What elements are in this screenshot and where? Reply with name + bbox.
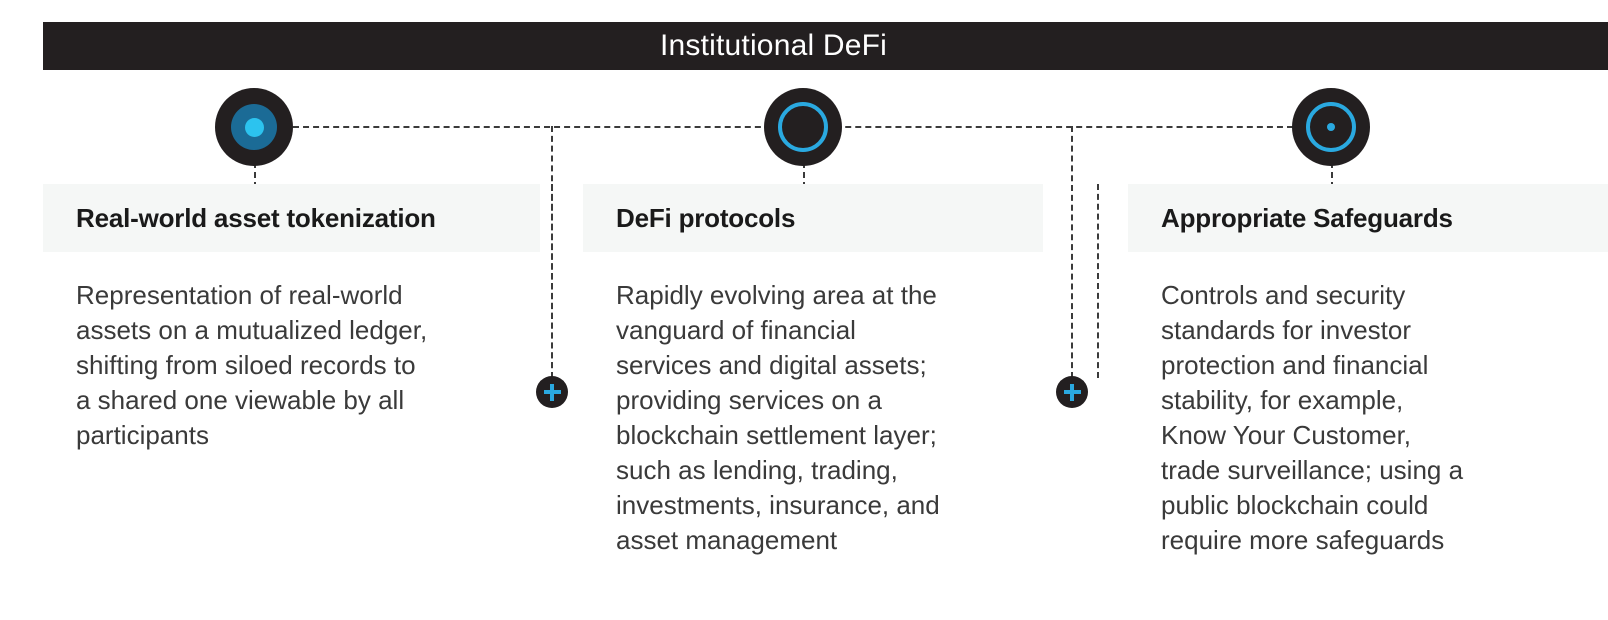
node-stem-2: [803, 162, 805, 188]
plus-connector-2[interactable]: [1056, 376, 1088, 408]
card-body-text: Rapidly evolving area at the vanguard of…: [616, 280, 940, 555]
node-icon-appropriate-safeguards[interactable]: [1292, 88, 1370, 166]
card-body-text: Representation of real-world assets on a…: [76, 280, 428, 450]
ring-outline-icon: [778, 102, 828, 152]
card-body-3: Controls and security standards for inve…: [1128, 252, 1608, 558]
column-divider-1: [551, 184, 553, 378]
node-icon-real-world-asset-tokenization[interactable]: [215, 88, 293, 166]
filled-target-core: [244, 117, 264, 137]
card-header-3: Appropriate Safeguards: [1128, 184, 1608, 252]
ring-with-dot-icon: [1306, 102, 1356, 152]
card-body-1: Representation of real-world assets on a…: [43, 252, 540, 453]
card-heading: DeFi protocols: [616, 202, 796, 233]
card-heading: Real-world asset tokenization: [76, 202, 436, 233]
plus-connector-1[interactable]: [536, 376, 568, 408]
card-header-1: Real-world asset tokenization: [43, 184, 540, 252]
diagram-title-bar: Institutional DeFi: [43, 22, 1608, 70]
card-body-2: Rapidly evolving area at the vanguard of…: [583, 252, 1043, 558]
page-title: Institutional DeFi: [659, 29, 888, 62]
node-icon-defi-protocols[interactable]: [764, 88, 842, 166]
column-real-world-asset-tokenization: Real-world asset tokenization Representa…: [43, 184, 540, 453]
vertical-connector-line-2: [1071, 126, 1073, 378]
card-heading: Appropriate Safeguards: [1161, 202, 1453, 233]
column-divider-2: [1097, 184, 1099, 378]
column-appropriate-safeguards: Appropriate Safeguards Controls and secu…: [1128, 184, 1608, 558]
card-header-2: DeFi protocols: [583, 184, 1043, 252]
column-defi-protocols: DeFi protocols Rapidly evolving area at …: [583, 184, 1043, 558]
plus-icon-vertical: [550, 383, 554, 401]
card-body-text: Controls and security standards for inve…: [1161, 280, 1464, 555]
plus-icon-vertical: [1070, 383, 1074, 401]
node-stem-3: [1331, 162, 1333, 188]
node-stem-1: [254, 162, 256, 188]
filled-target-icon: [231, 104, 277, 150]
ring-with-dot-center: [1327, 123, 1335, 131]
